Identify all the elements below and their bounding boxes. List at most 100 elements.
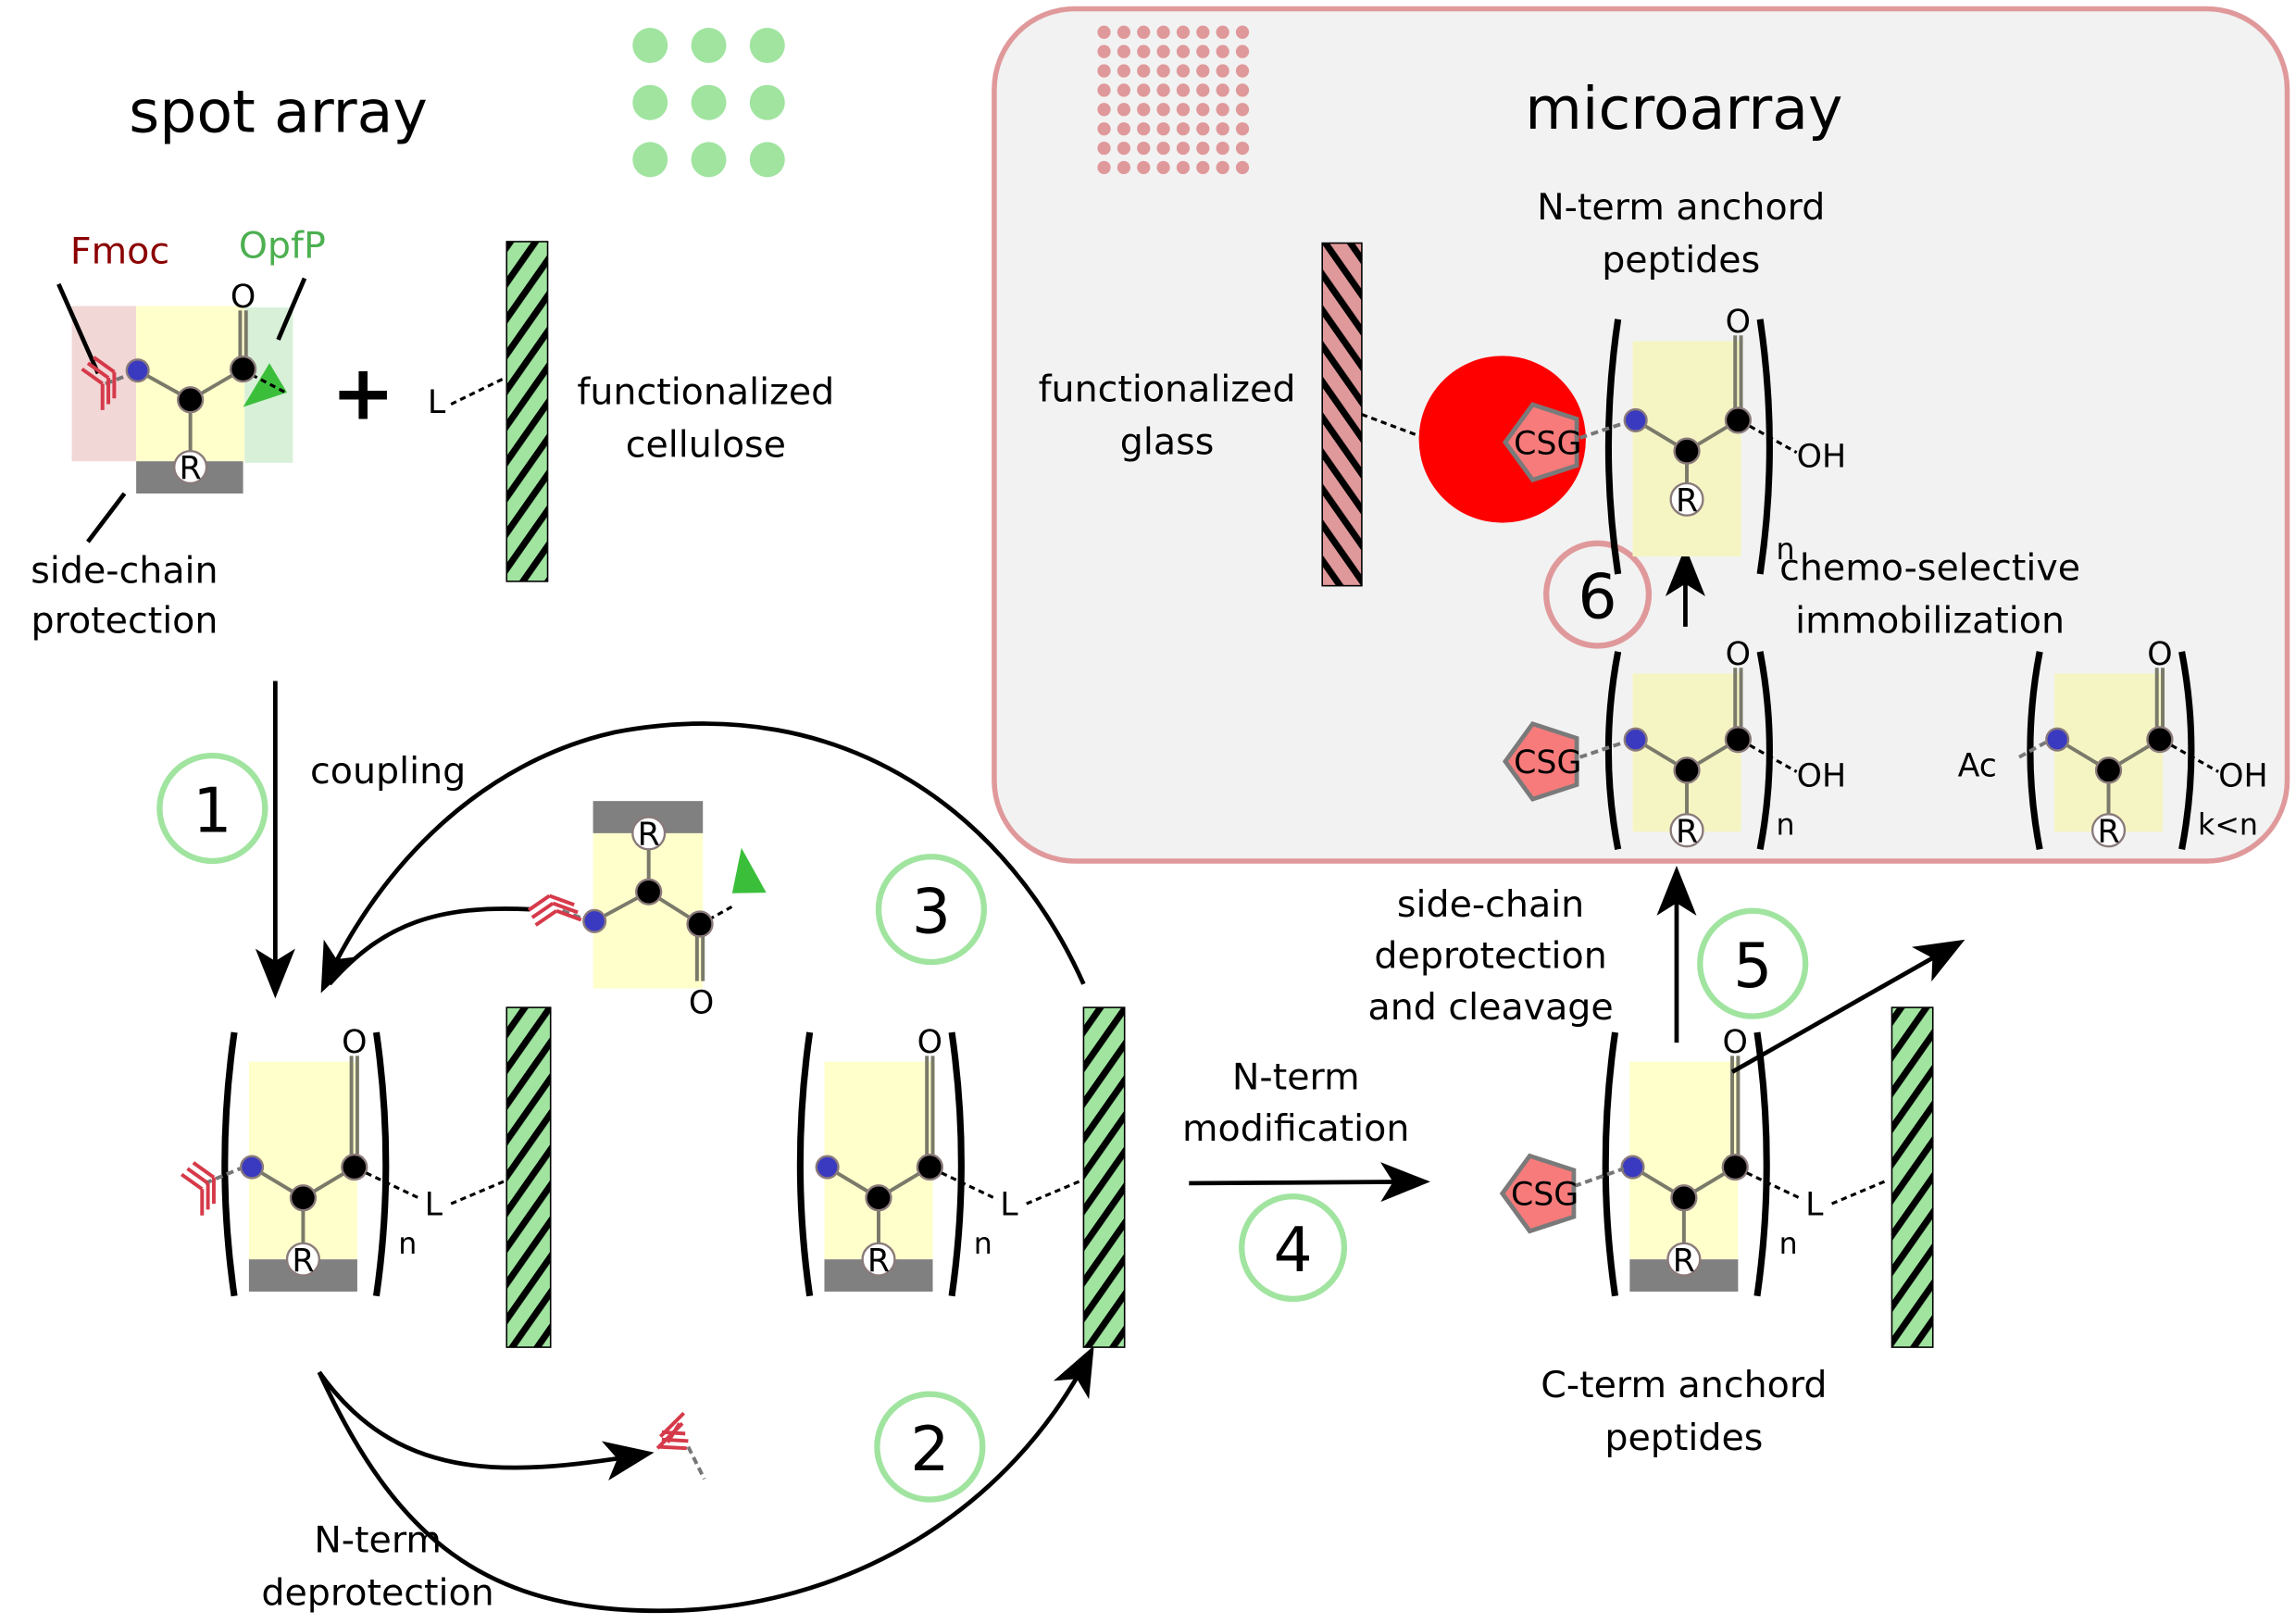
spot — [691, 28, 727, 64]
nitrogen-atom — [125, 358, 150, 383]
step-4-label-line2: modification — [1182, 1107, 1409, 1150]
csg-label: CSG — [1514, 425, 1581, 462]
linker-bond — [1026, 1179, 1083, 1206]
carbon-atom — [865, 1184, 892, 1212]
microspot — [1156, 103, 1170, 117]
microspot — [1235, 44, 1250, 58]
microspot — [1117, 103, 1131, 117]
linker-label: L — [1000, 1187, 1018, 1224]
step-5-label-line3: and cleavage — [1367, 986, 1613, 1029]
residue-label: R — [2097, 813, 2119, 850]
microspot — [1097, 64, 1111, 78]
oxygen-label: O — [1726, 304, 1751, 341]
step-3-number: 3 — [912, 875, 951, 947]
microspot — [1235, 160, 1250, 175]
step-6-circle — [1543, 540, 1653, 649]
microspot — [1216, 25, 1229, 39]
spot — [691, 84, 727, 120]
csg-bond — [1573, 1167, 1625, 1188]
microspot — [1196, 122, 1210, 136]
incoming-monomer: OR — [527, 801, 767, 1021]
cellulose-surface-2 — [1082, 1006, 1126, 1348]
spot — [632, 84, 668, 120]
step-3-cycle-arc — [320, 721, 1086, 993]
carbon-atom — [341, 1153, 368, 1181]
step-4-label-line1: N-term — [1232, 1056, 1360, 1099]
microspot — [1117, 44, 1131, 58]
microspot — [1216, 141, 1229, 156]
microspot — [1156, 83, 1170, 97]
c-term-bond — [2170, 743, 2219, 773]
step-2-cycle-arc — [317, 1345, 1094, 1614]
microspot — [1176, 103, 1191, 117]
microspot — [1196, 25, 1210, 39]
repeat-n: n — [398, 1228, 417, 1261]
opfp-glyph — [243, 363, 288, 407]
repeat-n: n — [974, 1228, 992, 1261]
microspot — [1176, 122, 1191, 136]
microspot — [1137, 122, 1151, 136]
oxygen-label: O — [231, 279, 256, 316]
microspot — [1117, 122, 1131, 136]
carbon-atom — [1670, 1184, 1698, 1212]
fmoc-glyph-lines — [658, 1430, 689, 1451]
opfp-icon — [243, 363, 288, 407]
microspot — [1117, 160, 1131, 175]
step-2-fmoc-release-arrow — [317, 1370, 655, 1480]
linker-label: L — [1805, 1187, 1824, 1224]
glass-label-line1: functionalized — [1039, 368, 1296, 410]
linker-bond — [450, 1179, 507, 1206]
microspot — [1235, 83, 1250, 97]
carbon-atom — [1673, 756, 1701, 784]
residue-circle — [1666, 1242, 1702, 1277]
bracket-right — [1756, 651, 1773, 851]
nitrogen-atom — [2045, 727, 2070, 752]
microarray-title: microarray — [1525, 74, 1842, 143]
csg-bond — [1578, 740, 1625, 759]
fmoc-glyph — [655, 1411, 686, 1450]
cterm-label-line2: peptides — [1604, 1417, 1763, 1459]
microspot — [1156, 25, 1170, 39]
microspot — [1216, 122, 1229, 136]
bracket-left — [221, 1031, 238, 1297]
microspot — [1097, 160, 1111, 175]
fmoc-icon — [81, 356, 117, 410]
opfp-bond — [251, 373, 287, 394]
glass-linker-bond — [1361, 413, 1421, 438]
carbon-atom — [289, 1184, 318, 1212]
opfp-bond — [707, 904, 736, 921]
microspot — [1196, 160, 1210, 175]
spot — [632, 142, 668, 178]
linker-bond — [1830, 1179, 1889, 1206]
step-4-circle — [1239, 1193, 1348, 1303]
capture-group — [1418, 356, 1586, 523]
oxygen-label: O — [689, 984, 714, 1021]
microspot — [1176, 83, 1191, 97]
step-5-number: 5 — [1733, 930, 1772, 1002]
opfp-label: OpfP — [239, 224, 326, 267]
nitrogen-atom — [240, 1155, 265, 1180]
microspot — [1235, 141, 1250, 156]
microspot — [1196, 44, 1210, 58]
repeat-n: n — [1777, 809, 1795, 843]
csg-pentagon — [1499, 1153, 1577, 1234]
step-1-circle — [156, 752, 268, 865]
microspot — [1117, 64, 1131, 78]
opfp-pointer — [276, 277, 307, 341]
step-2-label-line1: N-term — [314, 1519, 442, 1562]
step-1-label: coupling — [310, 750, 466, 793]
microarray-spot-grid — [1097, 25, 1250, 175]
cellulose-label-line1: functionalized — [577, 371, 834, 414]
residue-circle — [2090, 813, 2127, 848]
nitrogen-atom — [815, 1155, 840, 1180]
csg-pentagon — [1502, 720, 1579, 802]
bracket-right — [372, 1031, 390, 1297]
microspot — [1196, 83, 1210, 97]
residue-label: R — [1676, 813, 1698, 850]
step-3-circle — [875, 854, 988, 966]
step-2-circle — [874, 1391, 986, 1503]
residue-label: R — [638, 817, 660, 854]
repeat-n: k<n — [2198, 809, 2258, 843]
